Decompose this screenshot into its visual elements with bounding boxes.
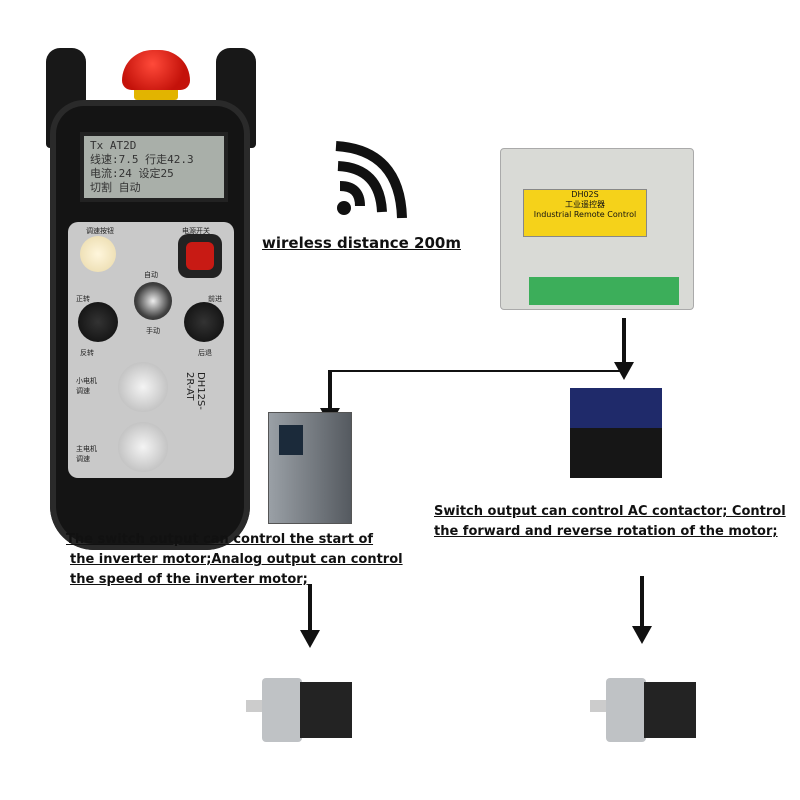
lcd-line-4: 切割 自动 xyxy=(90,181,141,194)
handset-lcd: Tx AT2D 线速:7.5 行走42.3 电流:24 设定25 切割 自动 xyxy=(80,132,228,202)
manual-label: 手动 xyxy=(146,327,160,335)
arrow-to-contactor xyxy=(614,362,634,380)
small-motor-speed-knob xyxy=(118,362,168,412)
inverter-caption: The switch output can control the start … xyxy=(66,530,403,590)
selector-switch xyxy=(134,282,172,320)
inverter-caption-line-3: the speed of the inverter motor; xyxy=(70,572,308,587)
lcd-line-1: Tx AT2D xyxy=(90,139,137,152)
connector-line xyxy=(640,576,644,628)
power-switch-label: 电源开关 xyxy=(182,227,210,235)
motor-housing xyxy=(644,682,696,738)
emergency-stop-button xyxy=(122,50,190,90)
lcd-line-3: 电流:24 设定25 xyxy=(90,167,174,180)
main-motor-speed-label: 主电机 调速 xyxy=(76,445,97,463)
contactor-body xyxy=(570,428,662,478)
connector-line xyxy=(328,370,332,412)
speed-button xyxy=(80,236,116,272)
controller-name-en: Industrial Remote Control xyxy=(533,210,637,219)
inverter-display xyxy=(279,425,303,455)
contactor-caption-line-2: the forward and reverse rotation of the … xyxy=(434,524,778,539)
controller-model: DH02S xyxy=(571,190,599,199)
connector-line xyxy=(328,370,624,372)
right-push-button xyxy=(184,302,224,342)
lcd-line-2: 线速:7.5 行走42.3 xyxy=(90,153,194,166)
servo-motor-left xyxy=(246,664,356,750)
auto-label: 自动 xyxy=(144,271,158,279)
main-motor-speed-knob xyxy=(118,422,168,472)
wireless-distance-caption: wireless distance 200m xyxy=(262,234,461,252)
small-motor-speed-label: 小电机 调速 xyxy=(76,377,97,395)
wireless-signal-icon xyxy=(335,141,407,219)
connector-line xyxy=(308,584,312,632)
left-push-button xyxy=(78,302,118,342)
contactor-caption-line-1: Switch output can control AC contactor; … xyxy=(434,504,786,519)
inverter xyxy=(268,412,352,524)
arrow-to-left-motor xyxy=(300,630,320,648)
controller-label-plate: DH02S 工业遥控器 Industrial Remote Control xyxy=(523,189,647,237)
inverter-caption-line-2: the inverter motor;Analog output can con… xyxy=(70,552,403,567)
motor-flange xyxy=(606,678,646,742)
connector-line xyxy=(622,318,626,366)
retreat-label: 后退 xyxy=(198,349,212,357)
model-label: DH12S-2R-AT xyxy=(184,372,206,410)
inverter-caption-line-1: The switch output can control the start … xyxy=(66,532,374,547)
ac-contactor xyxy=(570,388,662,488)
servo-motor-right xyxy=(590,664,700,750)
speed-button-label: 调速按钮 xyxy=(86,227,114,235)
power-switch xyxy=(186,242,214,270)
motor-housing xyxy=(300,682,352,738)
handset-control-panel: 调速按钮 电源开关 自动 手动 正转 前进 反转 后退 小电机 调速 主电机 调… xyxy=(68,222,234,478)
controller-terminal-block xyxy=(529,277,679,305)
industrial-remote-controller: DH02S 工业遥控器 Industrial Remote Control xyxy=(500,148,694,310)
advance-label: 前进 xyxy=(208,295,222,303)
contactor-top xyxy=(570,388,662,428)
reverse-rotation-label: 反转 xyxy=(80,349,94,357)
arrow-to-right-motor xyxy=(632,626,652,644)
motor-flange xyxy=(262,678,302,742)
contactor-caption: Switch output can control AC contactor; … xyxy=(434,502,786,542)
forward-rotation-label: 正转 xyxy=(76,295,90,303)
controller-name-cn: 工业遥控器 xyxy=(565,200,605,209)
